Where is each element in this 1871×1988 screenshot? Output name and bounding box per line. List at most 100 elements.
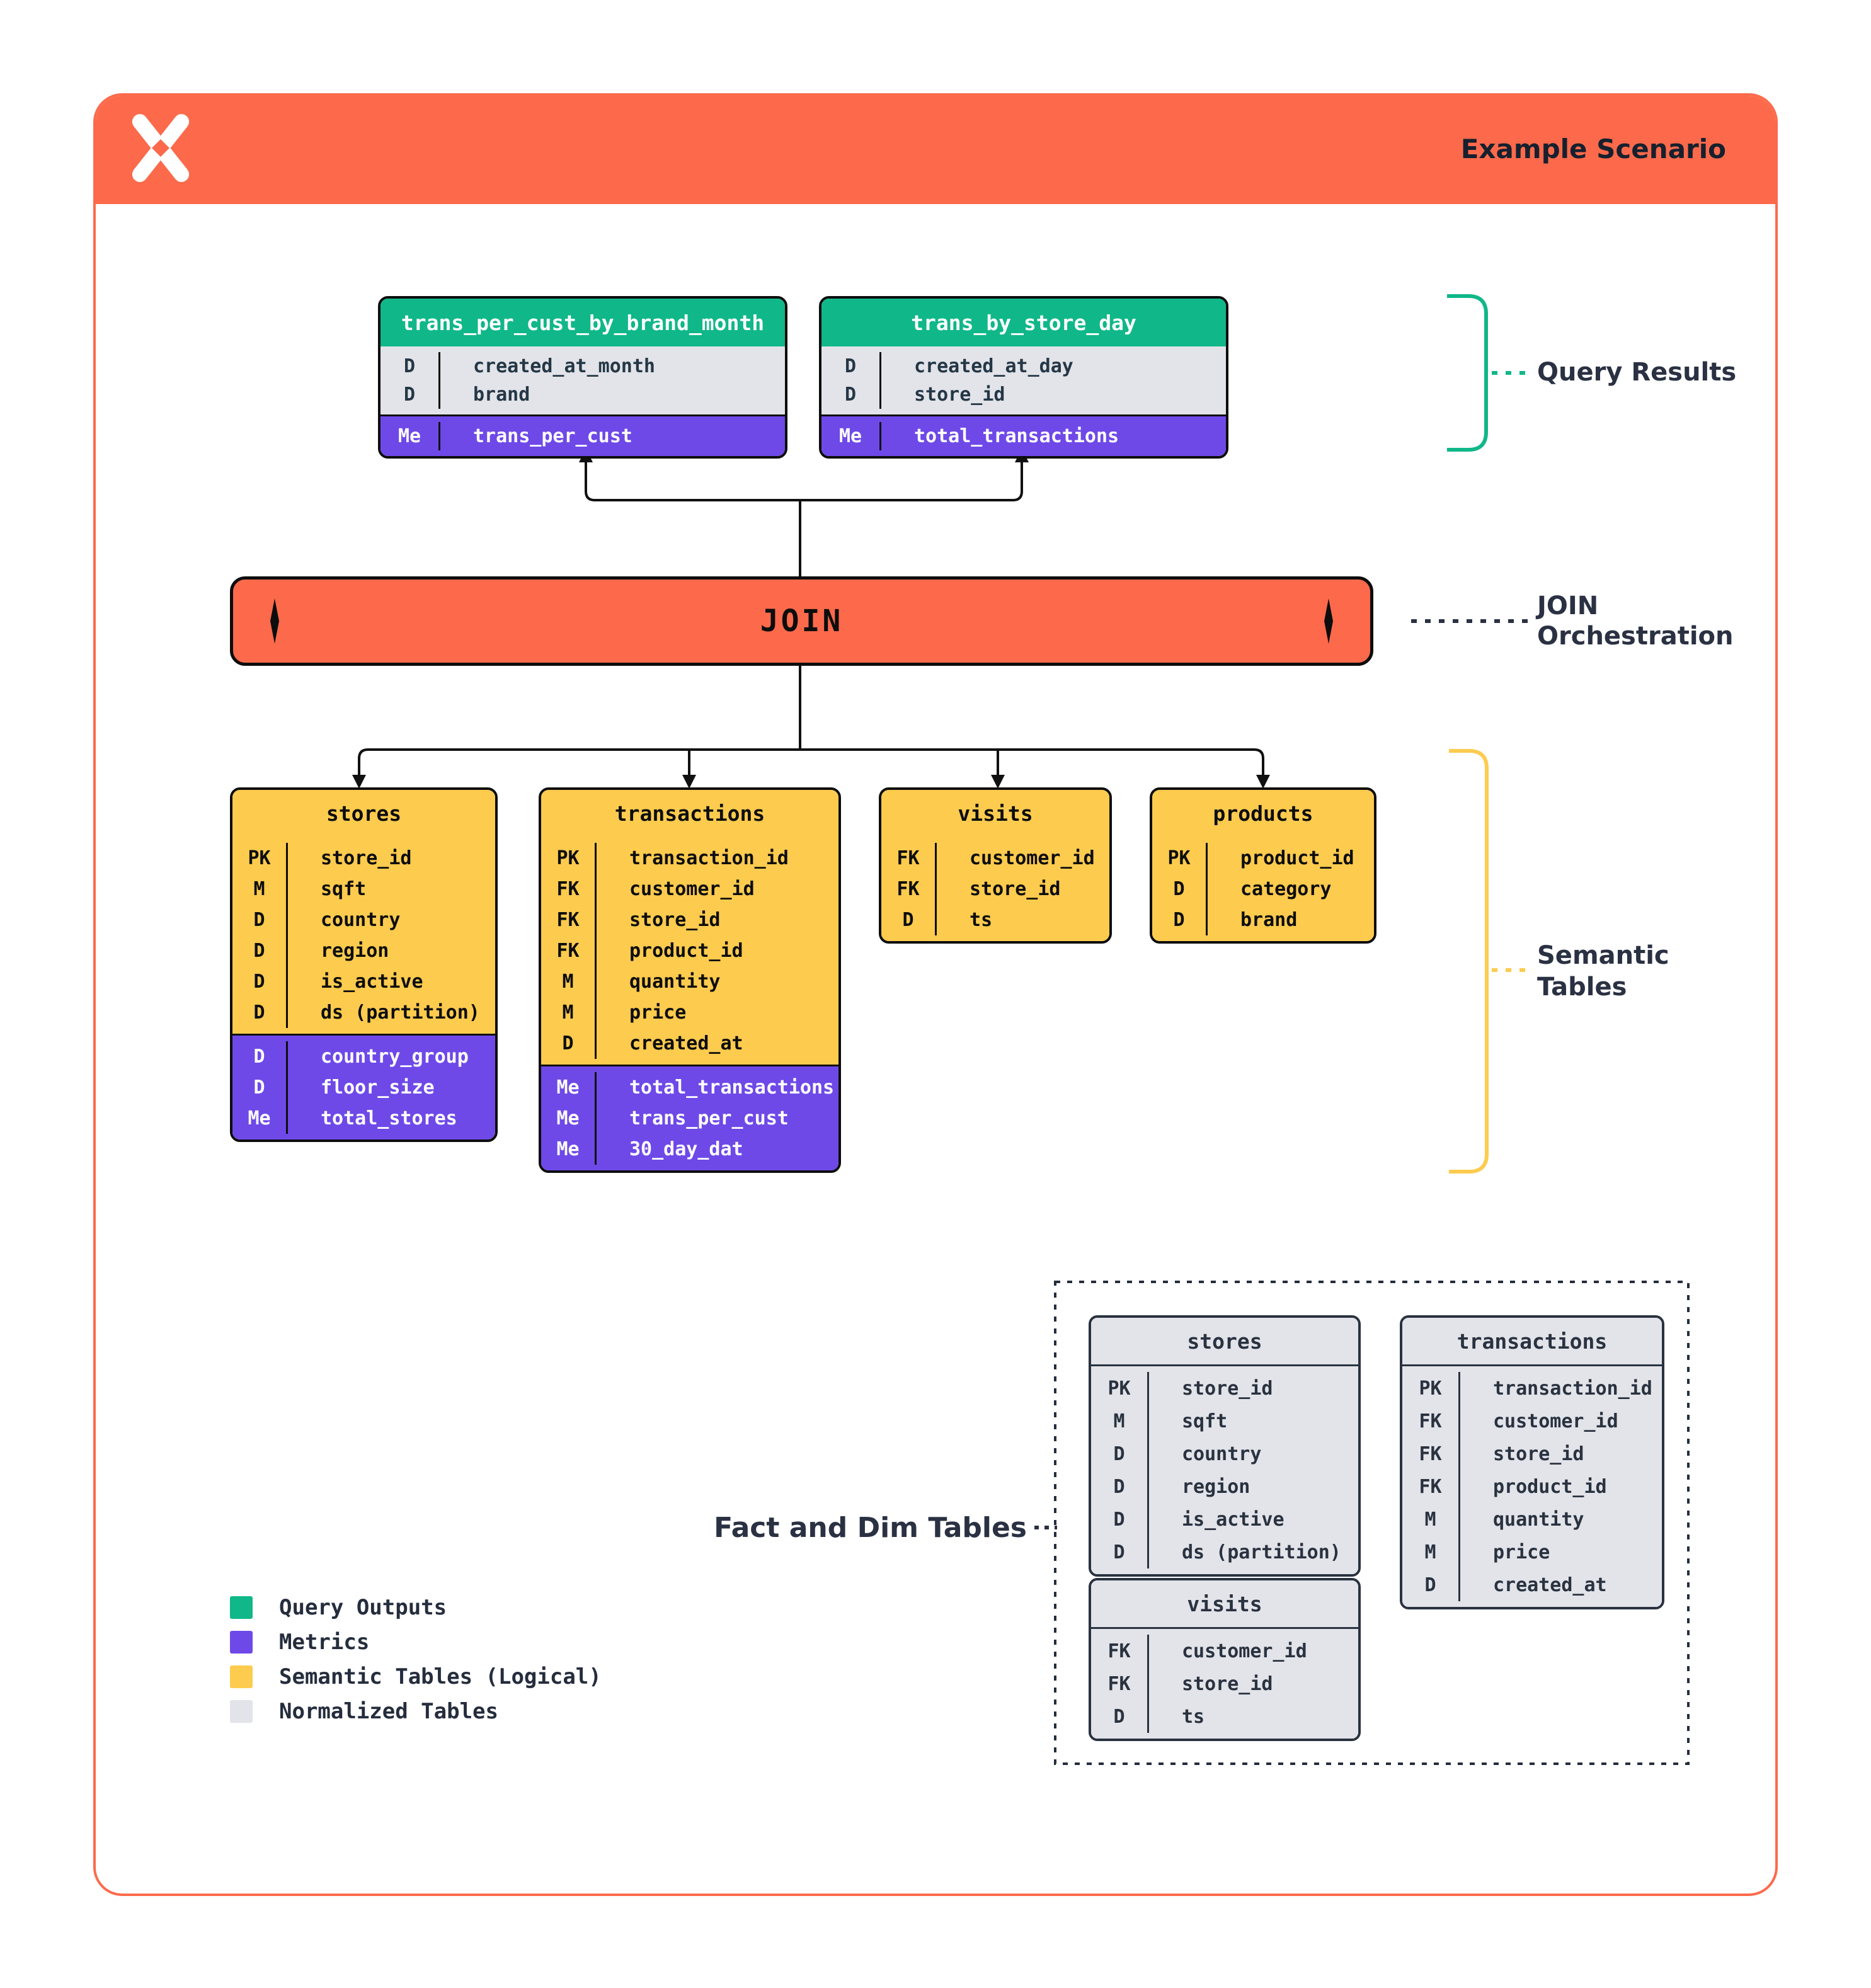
diamond-icon bbox=[270, 598, 279, 644]
table-title: transactions bbox=[1402, 1318, 1662, 1364]
table-title: stores bbox=[232, 790, 495, 837]
table-title: transactions bbox=[541, 790, 838, 837]
legend-item: Normalized Tables bbox=[230, 1694, 602, 1728]
semantic-tables-line1: Semantic bbox=[1537, 941, 1669, 970]
table-title: products bbox=[1152, 790, 1374, 837]
join-orchestration-line1: JOIN bbox=[1537, 591, 1599, 620]
join-orchestration-label: JOIN Orchestration bbox=[1537, 591, 1733, 651]
join-orchestration-line2: Orchestration bbox=[1537, 622, 1734, 651]
legend-swatch bbox=[230, 1700, 253, 1723]
legend: Query Outputs Metrics Semantic Tables (L… bbox=[230, 1590, 602, 1728]
fact-dim-label: Fact and Dim Tables bbox=[714, 1512, 1027, 1544]
table-title: trans_per_cust_by_brand_month bbox=[380, 299, 785, 346]
table-title: trans_by_store_day bbox=[821, 299, 1226, 346]
table-title: visits bbox=[1091, 1580, 1358, 1627]
join-label: JOIN bbox=[760, 603, 844, 639]
legend-label: Normalized Tables bbox=[279, 1698, 498, 1724]
legend-label: Query Outputs bbox=[279, 1594, 447, 1620]
page-title: Example Scenario bbox=[1460, 134, 1726, 164]
query-results-label: Query Results bbox=[1537, 358, 1737, 387]
semantic-tables-line2: Tables bbox=[1537, 973, 1627, 1002]
card-header: Example Scenario bbox=[96, 96, 1775, 204]
legend-item: Metrics bbox=[230, 1625, 602, 1659]
legend-swatch bbox=[230, 1596, 253, 1619]
join-orchestration-bar: JOIN bbox=[230, 576, 1373, 666]
diamond-icon bbox=[1324, 598, 1333, 644]
legend-swatch bbox=[230, 1630, 253, 1654]
table-title: stores bbox=[1091, 1318, 1358, 1364]
legend-item: Semantic Tables (Logical) bbox=[230, 1659, 602, 1694]
legend-item: Query Outputs bbox=[230, 1590, 602, 1625]
table-title: visits bbox=[881, 790, 1109, 837]
brand-x-logo-icon bbox=[132, 114, 190, 182]
legend-swatch bbox=[230, 1665, 253, 1688]
semantic-tables-label: Semantic Tables bbox=[1537, 940, 1669, 1003]
